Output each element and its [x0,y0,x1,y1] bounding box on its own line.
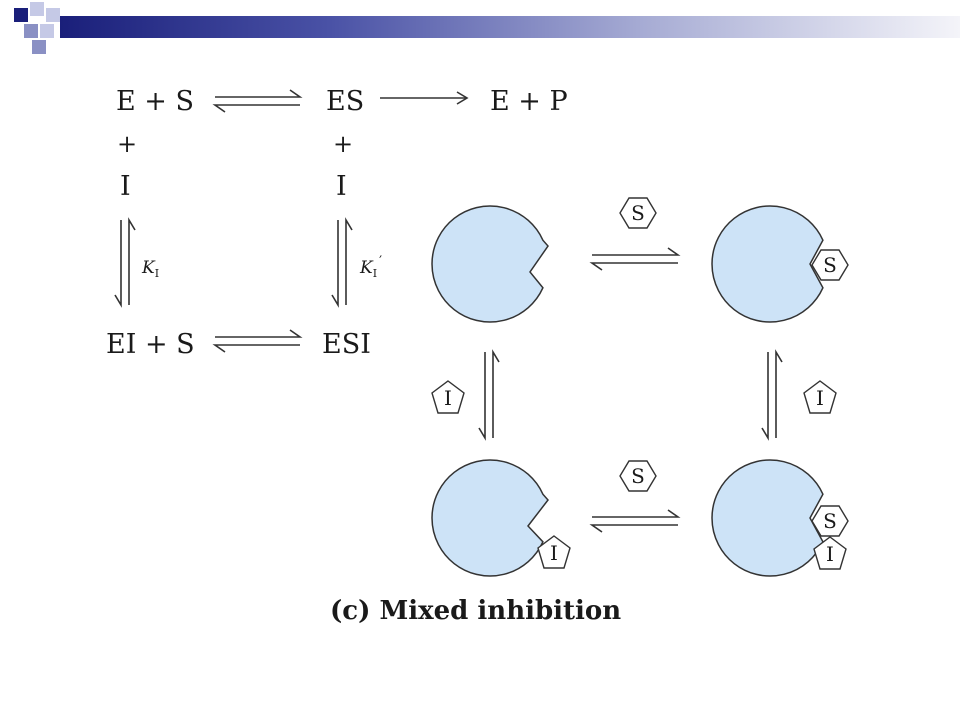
arrow-es-to-product [380,91,469,105]
slide-header [0,0,960,60]
arrow-pictorial-bottom [589,509,681,533]
substrate-label-esi: S [823,509,837,533]
ki-symbol: K [142,258,155,278]
enzyme-es [711,205,824,323]
inhibitor-label-left: I [444,386,452,410]
label-esi: ESI [322,329,371,360]
header-square-light [30,2,44,16]
label-plus-left: + [117,130,138,158]
inhibitor-label-esi: I [826,542,834,566]
label-es: ES [326,86,365,117]
label-ei-plus-s: EI + S [106,329,195,360]
substrate-label-top: S [631,201,645,225]
ki-subscript: I [154,267,160,280]
header-band [60,16,960,38]
enzyme-free [431,205,549,323]
header-square-dark [14,8,28,22]
arrow-e-s-equilibrium [212,89,303,113]
substrate-label-bottom: S [631,464,645,488]
arrow-pictorial-right [761,349,783,441]
enzyme-ei [431,459,549,577]
arrow-ki-prime-equilibrium [331,217,353,308]
label-e-plus-p: E + P [490,86,568,117]
substrate-label-es: S [823,253,837,277]
label-i-left: I [120,171,131,202]
arrow-ki-equilibrium [114,217,136,308]
inhibitor-label-ei: I [550,541,558,565]
header-square-light [46,8,60,22]
arrow-pictorial-top [589,247,681,271]
header-square-light [40,24,54,38]
header-square-mid [24,24,38,38]
label-plus-right: + [333,130,354,158]
label-ki: KI [142,258,160,280]
label-i-right: I [336,171,347,202]
ki2-prime: ′ [379,254,383,269]
ki2-symbol: K [360,258,373,278]
figure-caption: (c) Mixed inhibition [330,596,622,626]
inhibitor-label-right: I [816,386,824,410]
header-square-mid [32,40,46,54]
enzyme-esi [711,459,824,577]
label-ki-prime: KI′ [360,254,382,280]
arrow-ei-esi-equilibrium [212,329,303,353]
label-e-plus-s: E + S [116,86,194,117]
arrow-pictorial-left [478,349,500,441]
ki2-subscript: I [372,267,378,280]
